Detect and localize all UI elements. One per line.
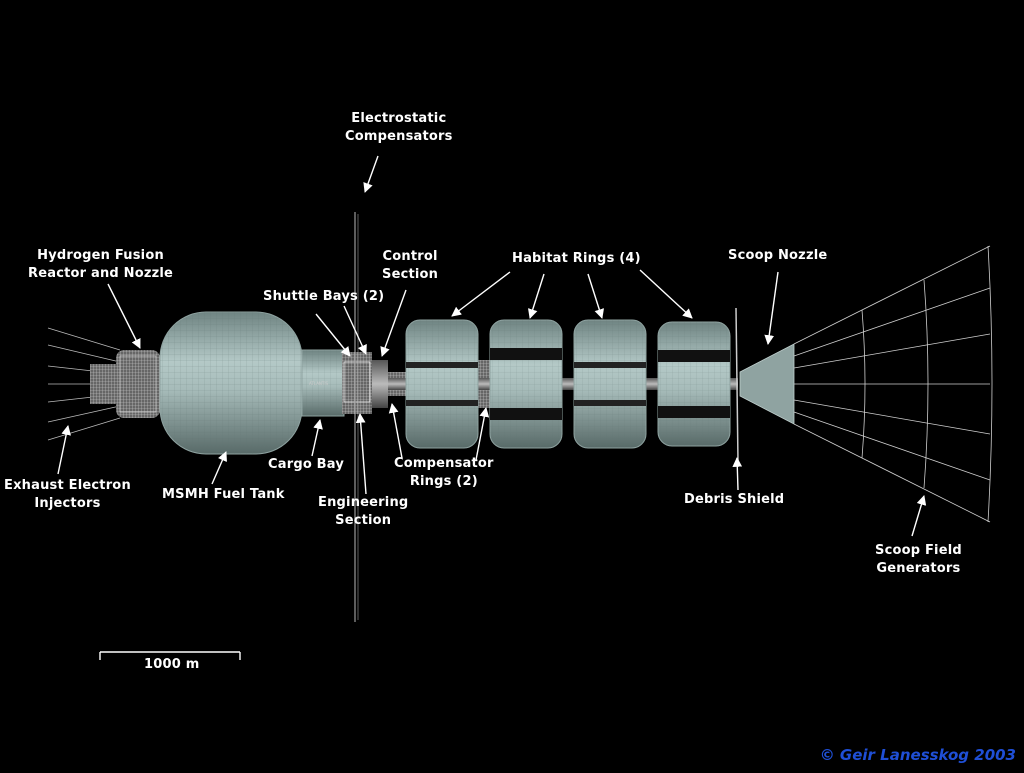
- control-section: [372, 360, 388, 408]
- copyright-credit: © Geir Lanesskog 2003: [819, 746, 1016, 764]
- debris-shield: [735, 307, 739, 463]
- label-engineering-section: Engineering Section: [318, 495, 409, 528]
- label-compensator-rings: Compensator Rings (2): [394, 456, 494, 489]
- scoop-field-generators: [793, 245, 993, 523]
- fusion-reactor: [90, 350, 160, 418]
- label-msmh-fuel-tank: MSMH Fuel Tank: [162, 487, 285, 502]
- engineering-section: [342, 352, 372, 414]
- label-scoop-nozzle: Scoop Nozzle: [728, 248, 828, 263]
- scale-bar: [99, 651, 241, 660]
- label-hydrogen-fusion-reactor: Hydrogen Fusion Reactor and Nozzle: [28, 248, 174, 281]
- label-debris-shield: Debris Shield: [684, 492, 785, 507]
- electrostatic-compensator-mast: [354, 212, 359, 622]
- scale-bar-label: 1000 m: [144, 657, 200, 672]
- label-electrostatic-compensators: Electrostatic Compensators: [345, 111, 453, 144]
- label-cargo-bay: Cargo Bay: [268, 457, 345, 472]
- habitat-ring-2: [489, 319, 563, 449]
- label-control-section: Control Section: [382, 249, 439, 282]
- scoop-nozzle: [739, 343, 795, 425]
- habitat-ring-3: [573, 319, 647, 449]
- habitat-ring-1: [405, 319, 479, 449]
- label-scoop-field-generators: Scoop Field Generators: [875, 543, 962, 576]
- ship-name-text: ATLANTIS: [309, 381, 329, 386]
- annotation-arrows: [57, 155, 927, 537]
- habitat-ring-4: [657, 321, 731, 447]
- exhaust-electron-injectors: [47, 327, 121, 441]
- cargo-bay: ATLANTIS: [301, 349, 345, 417]
- label-exhaust-electron-injectors: Exhaust Electron Injectors: [4, 478, 131, 511]
- label-shuttle-bays: Shuttle Bays (2): [263, 289, 385, 304]
- label-habitat-rings: Habitat Rings (4): [512, 251, 641, 266]
- msmh-fuel-tank: [159, 311, 303, 455]
